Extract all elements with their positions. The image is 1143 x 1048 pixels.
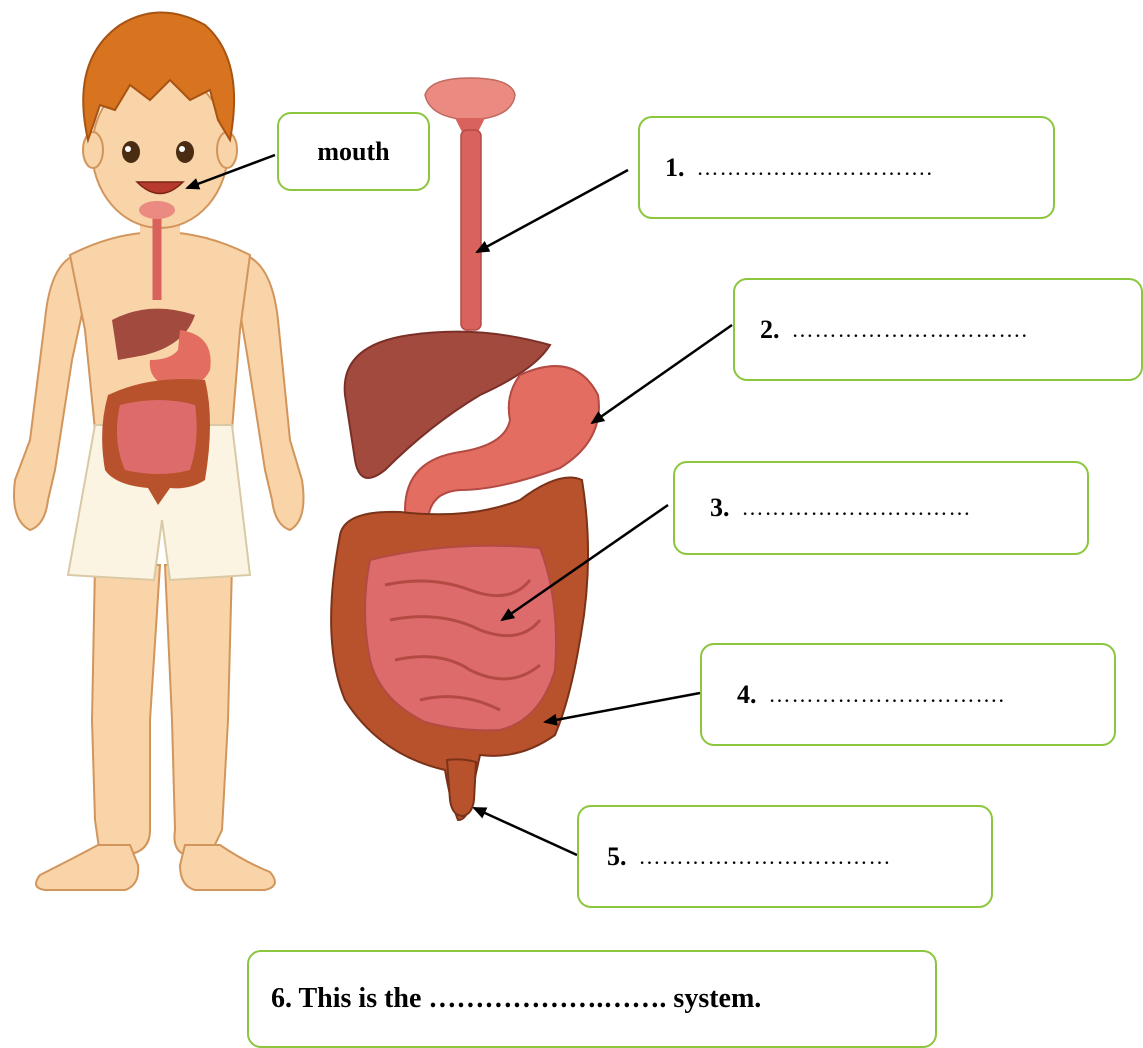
label-4-blank[interactable]: …………………………. (769, 682, 1006, 708)
label-1-number: 1. (665, 153, 685, 183)
label-box-6[interactable]: 6. This is the ……………….……. system. (247, 950, 937, 1048)
label-2-blank[interactable]: …………………………. (792, 317, 1029, 343)
arrow-2 (592, 325, 732, 423)
label-box-mouth: mouth (277, 112, 430, 191)
boy-left-leg (92, 565, 160, 855)
boy-eye-right (176, 141, 194, 163)
esophagus (461, 130, 481, 330)
pharynx-top (425, 78, 515, 120)
label-5-blank[interactable]: …………………………… (639, 844, 892, 870)
label-3-blank[interactable]: ………………………… (742, 495, 972, 521)
boy-right-foot (180, 845, 275, 890)
label-box-2[interactable]: 2. …………………………. (733, 278, 1143, 381)
boy-ear-right (217, 132, 237, 168)
boy-small-intestine (117, 400, 197, 474)
arrow-5 (474, 808, 577, 855)
label-mouth-text: mouth (317, 137, 389, 167)
label-5-number: 5. (607, 842, 627, 872)
boy-right-arm (238, 255, 304, 530)
label-3-number: 3. (710, 493, 730, 523)
boy-figure (14, 13, 304, 891)
label-box-3[interactable]: 3. ………………………… (673, 461, 1089, 555)
boy-eye-left (122, 141, 140, 163)
label-box-4[interactable]: 4. …………………………. (700, 643, 1116, 746)
arrow-1 (477, 170, 628, 252)
label-4-number: 4. (737, 680, 757, 710)
boy-left-foot (36, 845, 138, 890)
label-6-text[interactable]: 6. This is the ……………….……. system. (271, 983, 761, 1015)
label-1-blank[interactable]: …………………………. (697, 155, 934, 181)
boy-ear-left (83, 132, 103, 168)
boy-right-leg (165, 565, 232, 855)
boy-left-arm (14, 255, 85, 530)
label-2-number: 2. (760, 315, 780, 345)
rectum (447, 759, 476, 816)
label-box-1[interactable]: 1. …………………………. (638, 116, 1055, 219)
label-box-5[interactable]: 5. …………………………… (577, 805, 993, 908)
